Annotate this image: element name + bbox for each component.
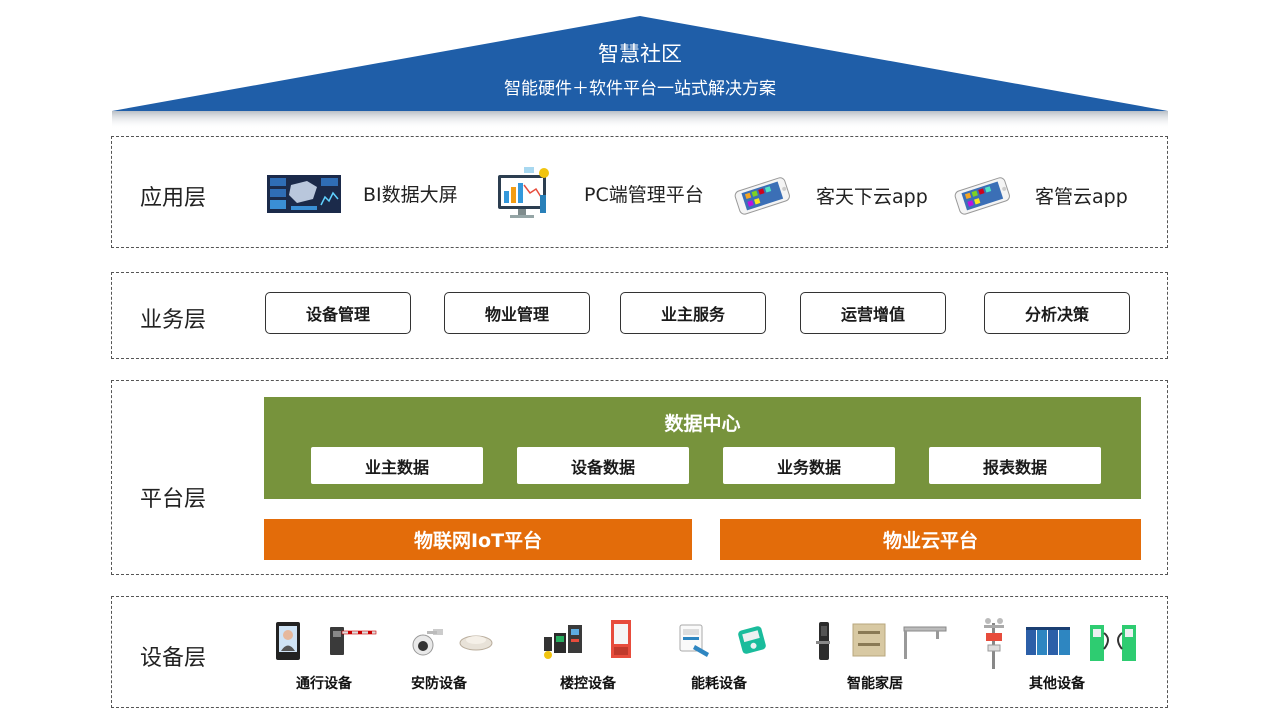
app-item-label: 客管云app (1035, 186, 1128, 208)
device-group-label: 通行设备 (296, 676, 352, 692)
app-item-label: BI数据大屏 (363, 184, 458, 206)
data-center-panel: 数据中心 业主数据 设备数据 业务数据 报表数据 (264, 397, 1141, 499)
face-recognition-terminal-icon (276, 622, 300, 660)
smart-panel-icon (852, 623, 886, 657)
electric-meter-icon (738, 626, 766, 654)
device-group-label: 能耗设备 (691, 676, 747, 692)
smartphone-icon (954, 177, 1010, 215)
business-item[interactable]: 运营增值 (800, 292, 946, 334)
data-item[interactable]: 业主数据 (311, 447, 483, 484)
curtain-rail-icon (903, 626, 947, 659)
business-item[interactable]: 物业管理 (444, 292, 590, 334)
business-item[interactable]: 分析决策 (984, 292, 1130, 334)
dashboard-screen-icon (267, 175, 341, 213)
roof-title: 智慧社区 (598, 42, 682, 66)
device-group-label: 其他设备 (1029, 676, 1085, 692)
device-layer: 设备层 通行设备 安防设备 楼控 (111, 596, 1168, 708)
data-item[interactable]: 设备数据 (517, 447, 689, 484)
layer-label: 应用层 (140, 186, 207, 211)
roof-banner (112, 16, 1168, 129)
app-item-label: 客天下云app (816, 186, 928, 208)
data-item[interactable]: 报表数据 (929, 447, 1101, 484)
device-group-label: 智能家居 (847, 676, 903, 692)
roof-subtitle: 智能硬件＋软件平台一站式解决方案 (504, 79, 776, 99)
business-layer: 业务层 设备管理 物业管理 业主服务 运营增值 分析决策 (111, 272, 1168, 359)
pc-monitor-icon (498, 167, 549, 218)
fire-cabinet-icon (611, 620, 631, 658)
device-group-label: 安防设备 (411, 676, 467, 692)
platform-layer: 平台层 数据中心 业主数据 设备数据 业务数据 报表数据 物联网IoT平台 物业… (111, 380, 1168, 575)
barrier-gate-icon (330, 627, 377, 655)
smart-lock-icon (816, 622, 830, 660)
water-meter-icon (679, 624, 709, 657)
business-item[interactable]: 设备管理 (265, 292, 411, 334)
cloud-platform-bar[interactable]: 物业云平台 (720, 519, 1141, 560)
device-group-label: 楼控设备 (560, 676, 616, 692)
data-center-title: 数据中心 (664, 413, 741, 435)
smartphone-icon (734, 177, 790, 215)
data-item[interactable]: 业务数据 (723, 447, 895, 484)
business-item[interactable]: 业主服务 (620, 292, 766, 334)
control-panel-icon (544, 625, 582, 659)
charging-pile-icon (1090, 625, 1136, 661)
layer-label: 平台层 (140, 487, 207, 512)
trash-bin-icon (1026, 627, 1070, 655)
app-layer: 应用层 BI数据大屏 PC端管理平台 (111, 136, 1168, 248)
layer-label: 业务层 (140, 308, 207, 333)
weather-station-icon (984, 618, 1004, 669)
app-item-label: PC端管理平台 (584, 184, 704, 206)
iot-platform-bar[interactable]: 物联网IoT平台 (264, 519, 692, 560)
smoke-detector-icon (459, 635, 493, 651)
layer-label: 设备层 (140, 646, 207, 671)
security-camera-icon (412, 629, 443, 656)
